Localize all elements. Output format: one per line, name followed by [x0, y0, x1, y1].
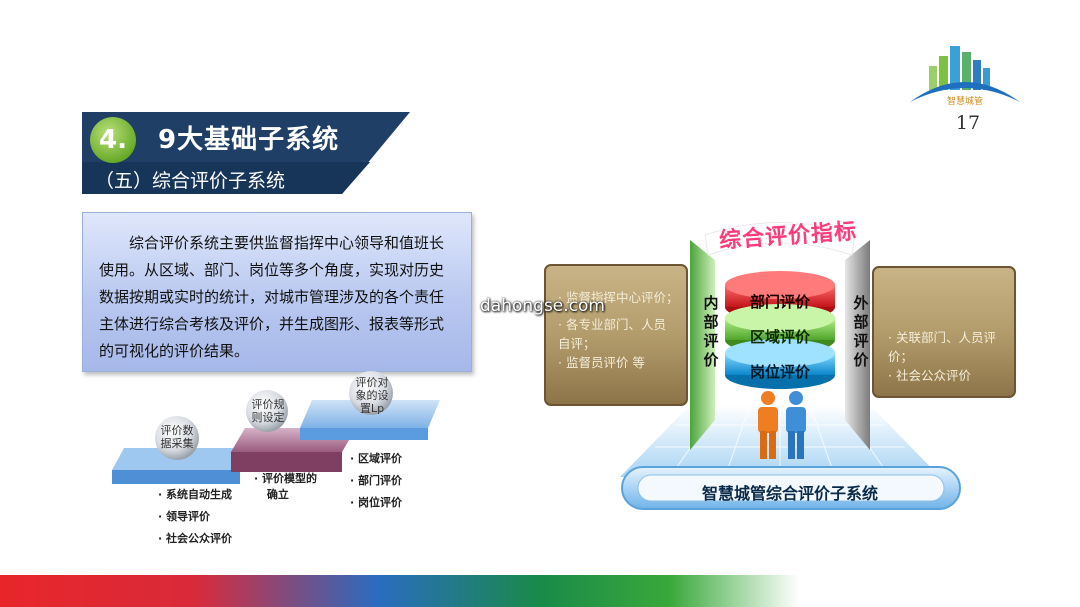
section-title: 9大基础子系统	[158, 125, 340, 155]
steps-shapes	[112, 371, 440, 484]
description-text: 综合评价系统主要供监督指挥中心领导和值班长使用。从区域、部门、岗位等多个角度，实…	[99, 234, 445, 360]
step-2-label: 评价规则设定	[251, 398, 285, 424]
section-number-badge: 4.	[90, 117, 136, 163]
internal-evaluation-list: · 监督指挥中心评价； · 各专业部门、人员 自评； · 监督员评价 等	[558, 290, 679, 370]
logo-text: 智慧城管	[947, 95, 983, 107]
step-1-label: 评价数据采集	[160, 424, 194, 450]
disc-department-label: 部门评价	[749, 293, 810, 311]
city-skyline-logo-icon: 智慧城管	[910, 46, 1020, 107]
section-subtitle: （五）综合评价子系统	[95, 170, 286, 192]
watermark: dahongse.com	[480, 296, 605, 316]
internal-evaluation-label: 内 部 评 价	[703, 294, 719, 369]
subsystem-base-label: 智慧城管综合评价子系统	[701, 484, 878, 503]
disc-post-label: 岗位评价	[749, 363, 810, 381]
person-orange-icon	[758, 391, 778, 459]
external-evaluation-label: 外 部 评 价	[853, 294, 869, 369]
indicator-diagram	[544, 222, 1016, 510]
step-3-bullets: · 区域评价 · 部门评价 · 岗位评价	[350, 452, 403, 509]
external-evaluation-list: · 关联部门、人员评 价； · 社会公众评价	[888, 330, 996, 383]
person-blue-icon	[786, 391, 806, 459]
disc-region-label: 区域评价	[749, 328, 810, 346]
page-number: 17	[955, 112, 981, 134]
step-3-label: 评价对象的设置Lp	[355, 376, 389, 415]
title-banner	[82, 112, 410, 194]
description-box: 综合评价系统主要供监督指挥中心领导和值班长使用。从区域、部门、岗位等多个角度，实…	[82, 212, 472, 372]
step-2-bullets: · 评价模型的 确立	[254, 472, 318, 501]
bottom-color-bar	[0, 575, 1080, 607]
evaluation-steps-diagram: 评价数据采集 评价规则设定 评价对象的设置Lp · 系统自动生成 · 领导评价 …	[110, 370, 450, 560]
step-1-bullets: · 系统自动生成 · 领导评价 · 社会公众评价	[158, 488, 233, 545]
